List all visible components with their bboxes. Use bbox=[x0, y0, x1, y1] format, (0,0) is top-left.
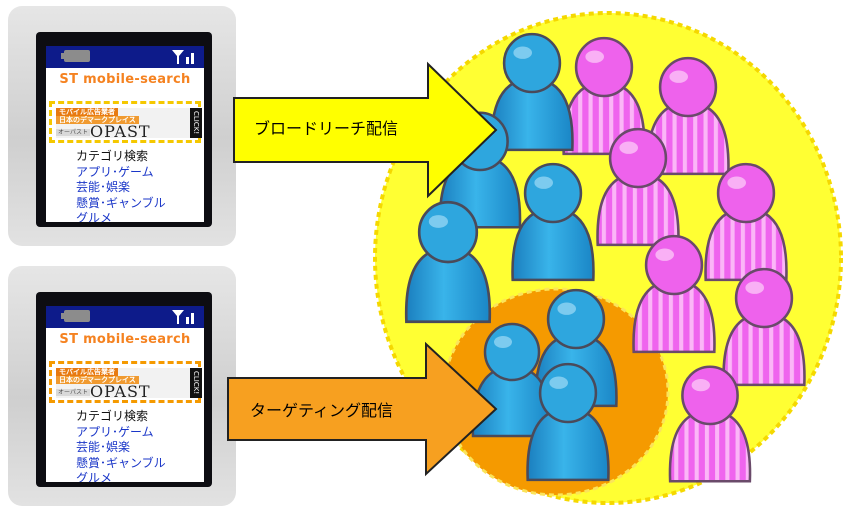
banner-opast-logo: OPAST bbox=[90, 382, 151, 401]
category-menu: カテゴリ検索 アプリ･ゲーム 芸能･娯楽 懸賞･ギャンブル グルメ bbox=[76, 149, 166, 222]
site-title: ST mobile-search bbox=[59, 332, 191, 347]
menu-item-gourmet[interactable]: グルメ bbox=[76, 211, 113, 222]
menu-item-category-search[interactable]: カテゴリ検索 bbox=[76, 409, 149, 423]
banner-highlight: モバイル広告業者 日本のデマークプレイス オーパスト OPAST CLICK! bbox=[49, 101, 202, 143]
menu-item-category-search[interactable]: カテゴリ検索 bbox=[76, 149, 149, 163]
banner-line1: モバイル広告業者 bbox=[56, 368, 118, 376]
menu-item-gourmet[interactable]: グルメ bbox=[76, 471, 113, 482]
category-menu: カテゴリ検索 アプリ･ゲーム 芸能･娯楽 懸賞･ギャンブル グルメ bbox=[76, 409, 166, 482]
banner-click[interactable]: CLICK! bbox=[190, 108, 202, 138]
phone-mockup-targeting: ST mobile-search モバイル広告業者 日本のデマークプレイス オー… bbox=[8, 266, 236, 506]
menu-item-apps-games[interactable]: アプリ･ゲーム bbox=[76, 424, 154, 439]
menu-item-entertainment[interactable]: 芸能･娯楽 bbox=[76, 440, 131, 454]
status-bar bbox=[46, 306, 204, 328]
battery-icon bbox=[61, 310, 90, 322]
menu-item-prizes-gambling[interactable]: 懸賞･ギャンブル bbox=[76, 195, 166, 210]
banner-click[interactable]: CLICK! bbox=[190, 368, 202, 398]
menu-item-prizes-gambling[interactable]: 懸賞･ギャンブル bbox=[76, 455, 166, 470]
ad-banner[interactable]: モバイル広告業者 日本のデマークプレイス オーパスト OPAST CLICK! bbox=[56, 368, 202, 401]
phone-mockup-broad: ST mobile-search モバイル広告業者 日本のデマークプレイス オー… bbox=[8, 6, 236, 246]
battery-icon bbox=[61, 50, 90, 62]
banner-line1: モバイル広告業者 bbox=[56, 108, 118, 116]
signal-icon bbox=[172, 50, 194, 64]
ad-banner[interactable]: モバイル広告業者 日本のデマークプレイス オーパスト OPAST CLICK! bbox=[56, 108, 202, 141]
banner-highlight: モバイル広告業者 日本のデマークプレイス オーパスト OPAST CLICK! bbox=[49, 361, 202, 403]
banner-line2: 日本のデマークプレイス bbox=[56, 116, 139, 124]
status-bar bbox=[46, 46, 204, 68]
banner-opast-kana: オーパスト bbox=[56, 129, 90, 136]
banner-opast-logo: OPAST bbox=[90, 122, 151, 141]
banner-opast-kana: オーパスト bbox=[56, 389, 90, 396]
phone-screen: ST mobile-search モバイル広告業者 日本のデマークプレイス オー… bbox=[46, 306, 204, 482]
targeting-arrow bbox=[227, 341, 498, 477]
phone-screen: ST mobile-search モバイル広告業者 日本のデマークプレイス オー… bbox=[46, 46, 204, 222]
site-title: ST mobile-search bbox=[59, 72, 191, 87]
broad-reach-arrow bbox=[233, 61, 498, 199]
targeting-label: ターゲティング配信 bbox=[250, 401, 394, 420]
signal-icon bbox=[172, 310, 194, 324]
menu-item-apps-games[interactable]: アプリ･ゲーム bbox=[76, 164, 154, 179]
menu-item-entertainment[interactable]: 芸能･娯楽 bbox=[76, 180, 131, 194]
banner-line2: 日本のデマークプレイス bbox=[56, 376, 139, 384]
broad-reach-label: ブロードリーチ配信 bbox=[254, 119, 399, 138]
